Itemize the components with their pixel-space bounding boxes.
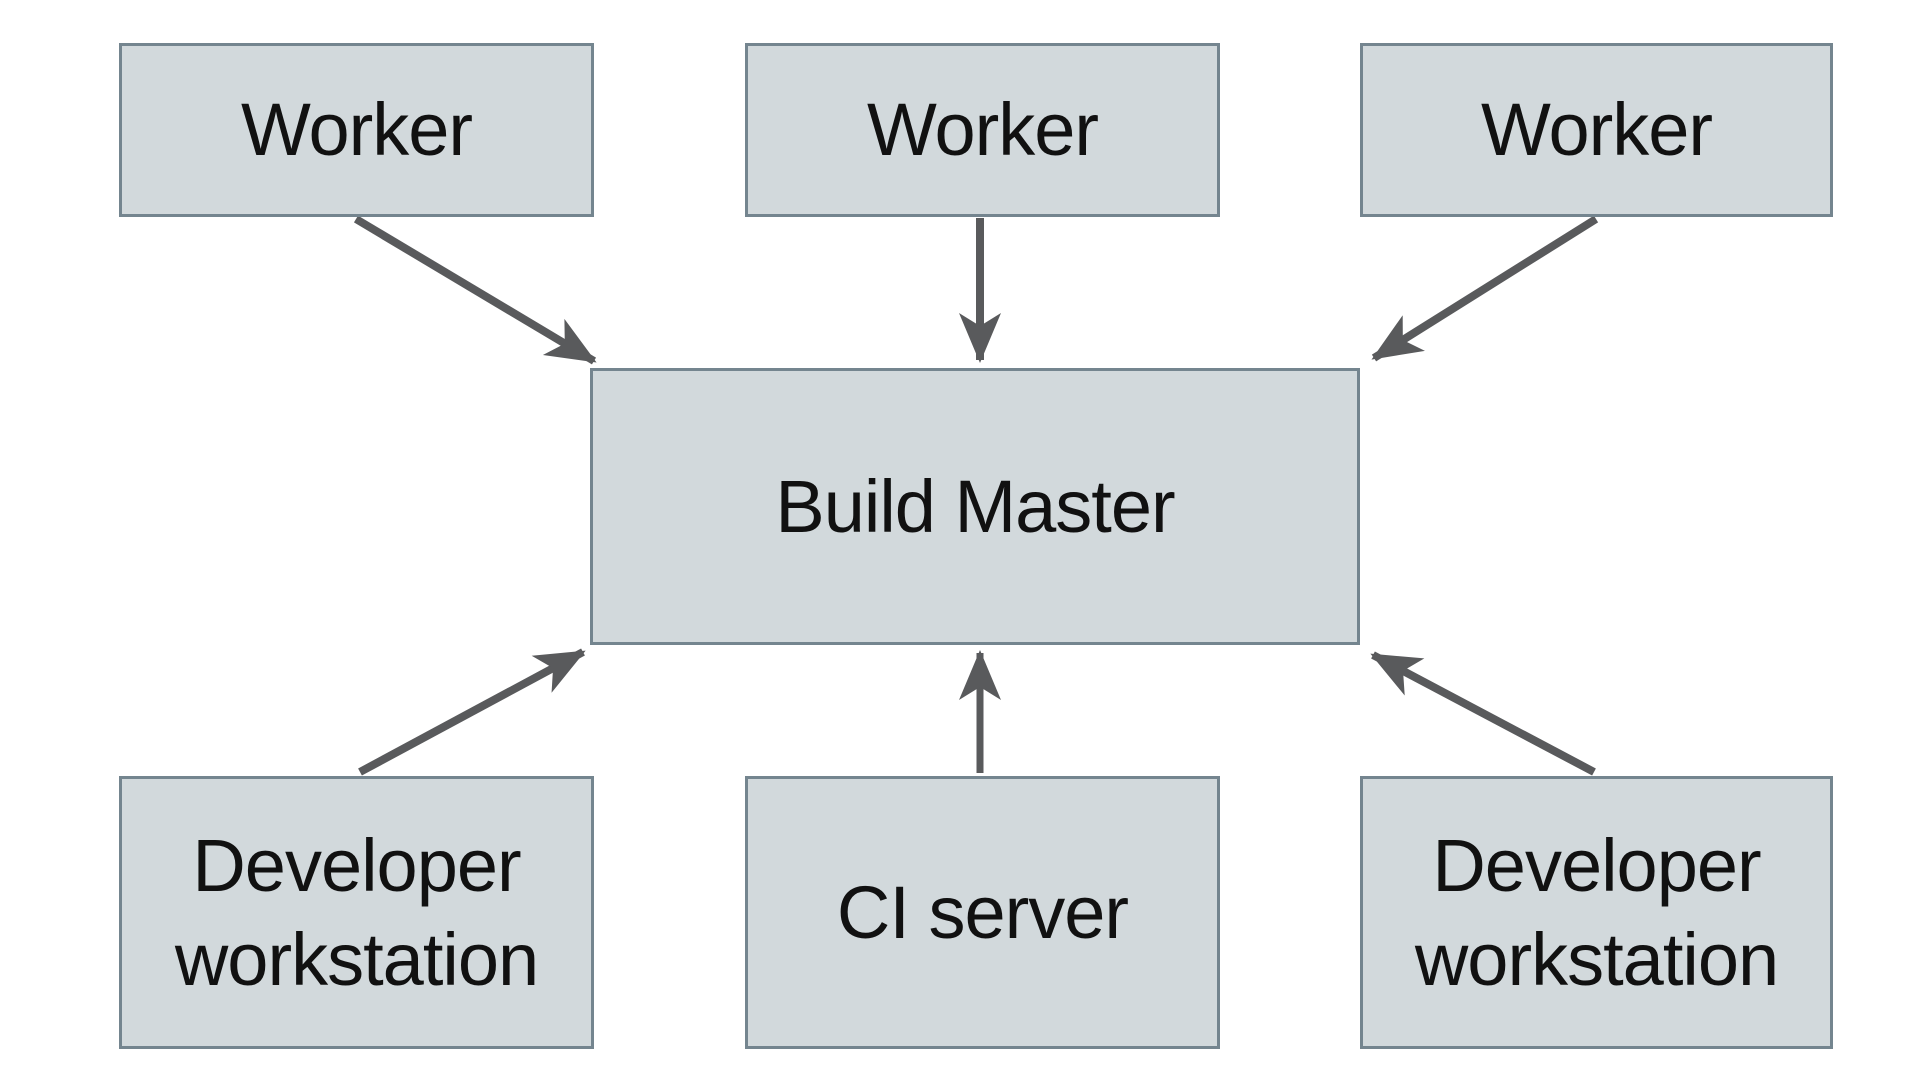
node-worker-1: Worker (119, 43, 594, 217)
node-build-master: Build Master (590, 368, 1360, 645)
node-ci-server: CI server (745, 776, 1220, 1049)
node-worker-2: Worker (745, 43, 1220, 217)
node-worker-2-label: Worker (866, 88, 1099, 172)
node-ci-server-label: CI server (836, 870, 1129, 954)
node-worker-3: Worker (1360, 43, 1833, 217)
arrow-worker-1-to-build-master (353, 215, 597, 365)
node-worker-3-label: Worker (1480, 88, 1713, 172)
arrow-developer-workstation-right-to-build-master (1370, 651, 1596, 776)
arrow-worker-3-to-build-master (1371, 215, 1599, 362)
node-developer-workstation-right: Developer workstation (1360, 776, 1833, 1049)
node-developer-workstation-right-label: Developer workstation (1414, 823, 1779, 1001)
arrow-developer-workstation-left-to-build-master (358, 648, 586, 776)
node-developer-workstation-left-label: Developer workstation (174, 823, 539, 1001)
node-developer-workstation-left: Developer workstation (119, 776, 594, 1049)
node-worker-1-label: Worker (240, 88, 473, 172)
node-build-master-label: Build Master (775, 464, 1175, 548)
